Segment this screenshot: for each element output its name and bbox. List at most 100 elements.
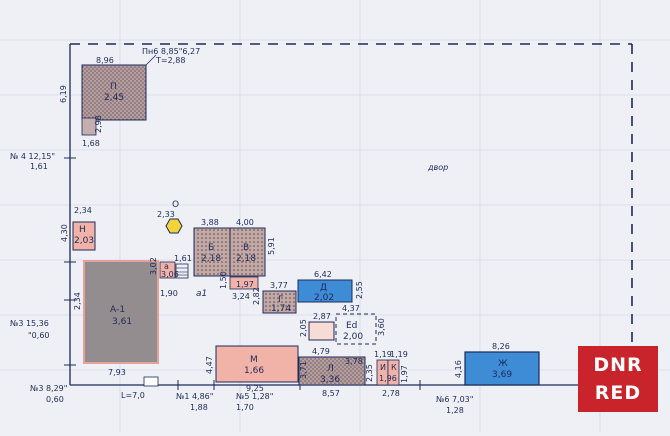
m-name: М (250, 355, 258, 365)
b-width: 3,88 (201, 218, 219, 227)
m-area: 1,66 (244, 366, 264, 376)
well-o (165, 218, 183, 234)
station-6b: 1,28 (446, 406, 464, 415)
building-m (215, 345, 299, 383)
g-name: Г (278, 295, 284, 305)
b-name: Б (208, 243, 214, 253)
building-k (387, 359, 400, 386)
b-area: 2,18 (201, 254, 221, 264)
yard-label: двор (427, 163, 448, 172)
steps-width: 1,61 (174, 254, 192, 263)
zh-area: 3,69 (492, 370, 512, 380)
station-4: № 4 12,15" (10, 152, 55, 161)
building-g (262, 290, 297, 314)
d-width: 6,42 (314, 270, 332, 279)
g-area: 1,74 (271, 304, 291, 314)
g-height: 2,82 (252, 287, 261, 305)
station-3a-b: "0,60 (28, 331, 50, 340)
building-a (159, 261, 176, 279)
i-width: 1,19 (374, 350, 392, 359)
building-b (193, 227, 231, 277)
building-p (81, 64, 147, 121)
a1-name: А-1 (110, 305, 125, 315)
m-height: 4,47 (205, 356, 214, 374)
watermark-line-1: DNR (593, 354, 643, 376)
m-width: 9,25 (246, 384, 264, 393)
a1-height: 2,34 (73, 292, 82, 310)
station-6: №6 7,03" (436, 395, 473, 404)
l-name: Л (327, 364, 334, 374)
building-n (72, 221, 96, 251)
a-width: 1,90 (160, 289, 178, 298)
building-b-small (229, 276, 259, 290)
length-label: L=7,0 (121, 391, 145, 400)
station-1b: 1,88 (190, 403, 208, 412)
p-area: 2,45 (104, 93, 124, 103)
l-width: 4,79 (312, 347, 330, 356)
p-width: 8,96 (96, 56, 114, 65)
v-name: В (243, 243, 249, 253)
station-5: №5 1,28" (236, 392, 273, 401)
top-label-1: Пн6 8,85"6,27 (142, 47, 200, 56)
l-height: 3,71 (299, 361, 308, 379)
station-3a: №3 15,36 (10, 319, 49, 328)
building-d (297, 279, 353, 303)
l-width2: 3,78 (345, 357, 363, 366)
a-area: 3,06 (161, 270, 179, 279)
k-area: 1,96 (379, 374, 397, 383)
building-p-annex (81, 117, 97, 136)
building-e (308, 321, 335, 341)
ed-area: 2,00 (343, 332, 363, 342)
watermark-line-2: RED (594, 382, 642, 404)
l-bottom: 8,57 (322, 389, 340, 398)
n-width: 2,34 (74, 206, 92, 215)
v-area: 2,18 (236, 254, 256, 264)
g-width: 3,77 (270, 281, 288, 290)
zh-width: 8,26 (492, 342, 510, 351)
g-extra: 3,24 (232, 292, 250, 301)
gate-marker (143, 376, 159, 387)
k-name: К (391, 363, 397, 372)
station-5b: 1,70 (236, 403, 254, 412)
building-l (298, 356, 366, 386)
e-width: 2,87 (313, 312, 331, 321)
a1-lower-label: а1 (196, 289, 207, 299)
station-1: №1 4,86" (176, 392, 213, 401)
ed-height: 3,60 (377, 318, 386, 336)
building-v (229, 227, 266, 277)
d-name: Д (320, 283, 327, 293)
building-a1 (83, 260, 159, 364)
a-height: 3,02 (149, 257, 158, 275)
station-3b-b: 0,60 (46, 395, 64, 404)
zh-height: 4,16 (454, 360, 463, 378)
b-small-w: 1,50 (219, 271, 228, 289)
n-height: 4,30 (60, 224, 69, 242)
p-height: 6,19 (59, 85, 68, 103)
k-width: 1,19 (390, 350, 408, 359)
a1-area: 3,61 (112, 317, 132, 327)
o-area: 2,33 (157, 210, 175, 219)
station-3b: №3 8,29" (30, 384, 67, 393)
v-width: 4,00 (236, 218, 254, 227)
k-height: 1,97 (400, 365, 409, 383)
o-name: О (172, 200, 179, 210)
station-4b: 1,61 (30, 162, 48, 171)
n-area: 2,03 (74, 236, 94, 246)
n-name: Н (79, 225, 86, 235)
top-label-2: Т=2,88 (155, 56, 185, 65)
zh-name: Ж (498, 359, 508, 369)
d-height: 2,55 (355, 281, 364, 299)
v-height: 5,91 (267, 237, 276, 255)
ed-name: Еd (346, 321, 357, 331)
p-annex-h: 2,98 (94, 115, 103, 133)
i-name: И (380, 363, 386, 372)
p-annex-w: 1,68 (82, 139, 100, 148)
p-name: П (110, 82, 117, 92)
building-zh (464, 351, 540, 386)
l-area: 3,36 (320, 375, 340, 385)
d-area: 2,02 (314, 293, 334, 303)
watermark-logo: DNR RED (578, 346, 658, 412)
a-name: а (164, 262, 169, 271)
